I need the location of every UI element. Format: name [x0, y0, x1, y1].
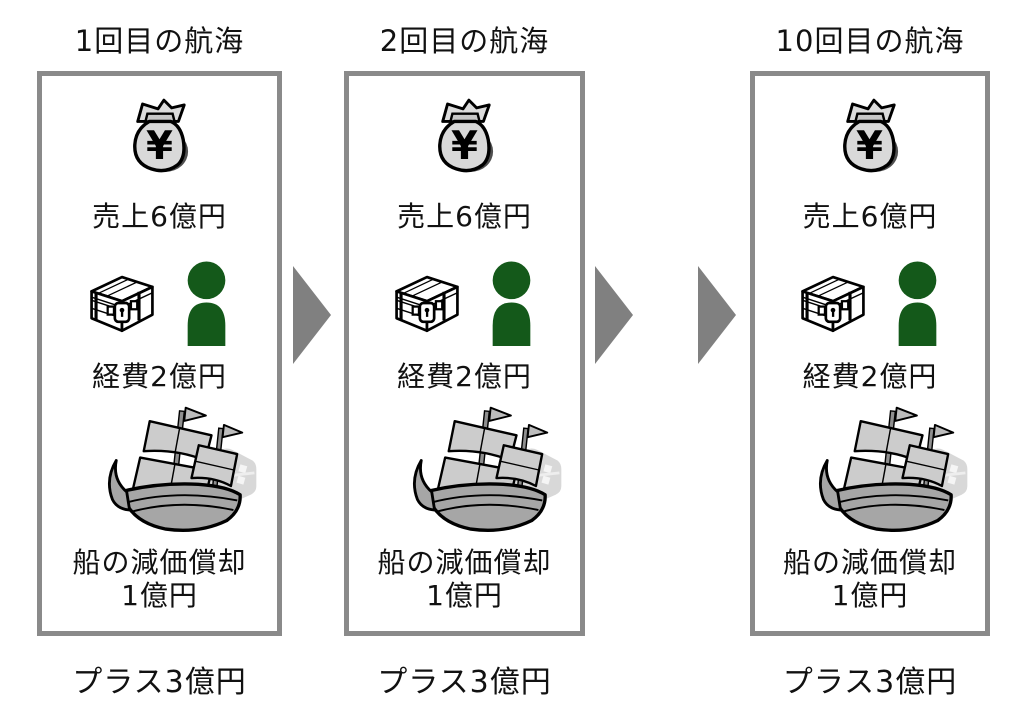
money-bag-icon [434, 94, 496, 176]
voyage-panel-10: 売上6億円 経費2億円 船の減価償却 1億円 [750, 71, 990, 636]
depreciation-line2: 1億円 [121, 579, 198, 612]
depreciation-label: 船の減価償却 1億円 [783, 546, 957, 612]
expense-icons-row [799, 260, 942, 346]
panel-title-voyage-1: 1回目の航海 [74, 24, 245, 58]
person-icon [182, 261, 231, 346]
result-label-voyage-1: プラス3億円 [72, 665, 247, 700]
panel-title-voyage-2: 2回目の航海 [379, 24, 550, 58]
expense-icons-row [393, 260, 536, 346]
expense-label: 経費2億円 [802, 360, 938, 393]
sales-label: 売上6億円 [802, 200, 938, 233]
depreciation-line1: 船の減価償却 [782, 546, 957, 579]
money-bag-icon [839, 94, 901, 176]
depreciation-line1: 船の減価償却 [72, 546, 247, 579]
expense-icons-row [88, 260, 231, 346]
depreciation-label: 船の減価償却 1億円 [377, 546, 551, 612]
treasure-chest-icon [799, 272, 867, 334]
person-icon [893, 261, 942, 346]
treasure-chest-icon [88, 272, 156, 334]
depreciation-line2: 1億円 [426, 579, 503, 612]
sales-label: 売上6億円 [397, 200, 532, 233]
depreciation-line1: 船の減価償却 [377, 546, 552, 579]
money-bag-icon [129, 94, 191, 176]
result-label-voyage-2: プラス3億円 [377, 665, 552, 700]
ship-icon [406, 402, 568, 538]
depreciation-label: 船の減価償却 1億円 [72, 546, 246, 612]
result-label-voyage-10: プラス3億円 [782, 665, 958, 700]
voyage-panel-1: 売上6億円 経費2億円 船の減価償却 1億円 [37, 71, 282, 636]
arrow-right-icon [595, 266, 633, 364]
sales-label: 売上6億円 [92, 200, 227, 233]
person-icon [487, 261, 536, 346]
voyage-panel-2: 売上6億円 経費2億円 船の減価償却 1億円 [344, 71, 585, 636]
arrow-right-icon [293, 266, 331, 364]
depreciation-line2: 1億円 [831, 579, 909, 612]
expense-label: 経費2億円 [92, 360, 227, 393]
arrow-right-icon [698, 266, 736, 364]
ship-icon [812, 402, 974, 538]
ship-icon [101, 402, 263, 538]
treasure-chest-icon [393, 272, 461, 334]
panel-title-voyage-10: 10回目の航海 [775, 24, 965, 58]
expense-label: 経費2億円 [397, 360, 532, 393]
